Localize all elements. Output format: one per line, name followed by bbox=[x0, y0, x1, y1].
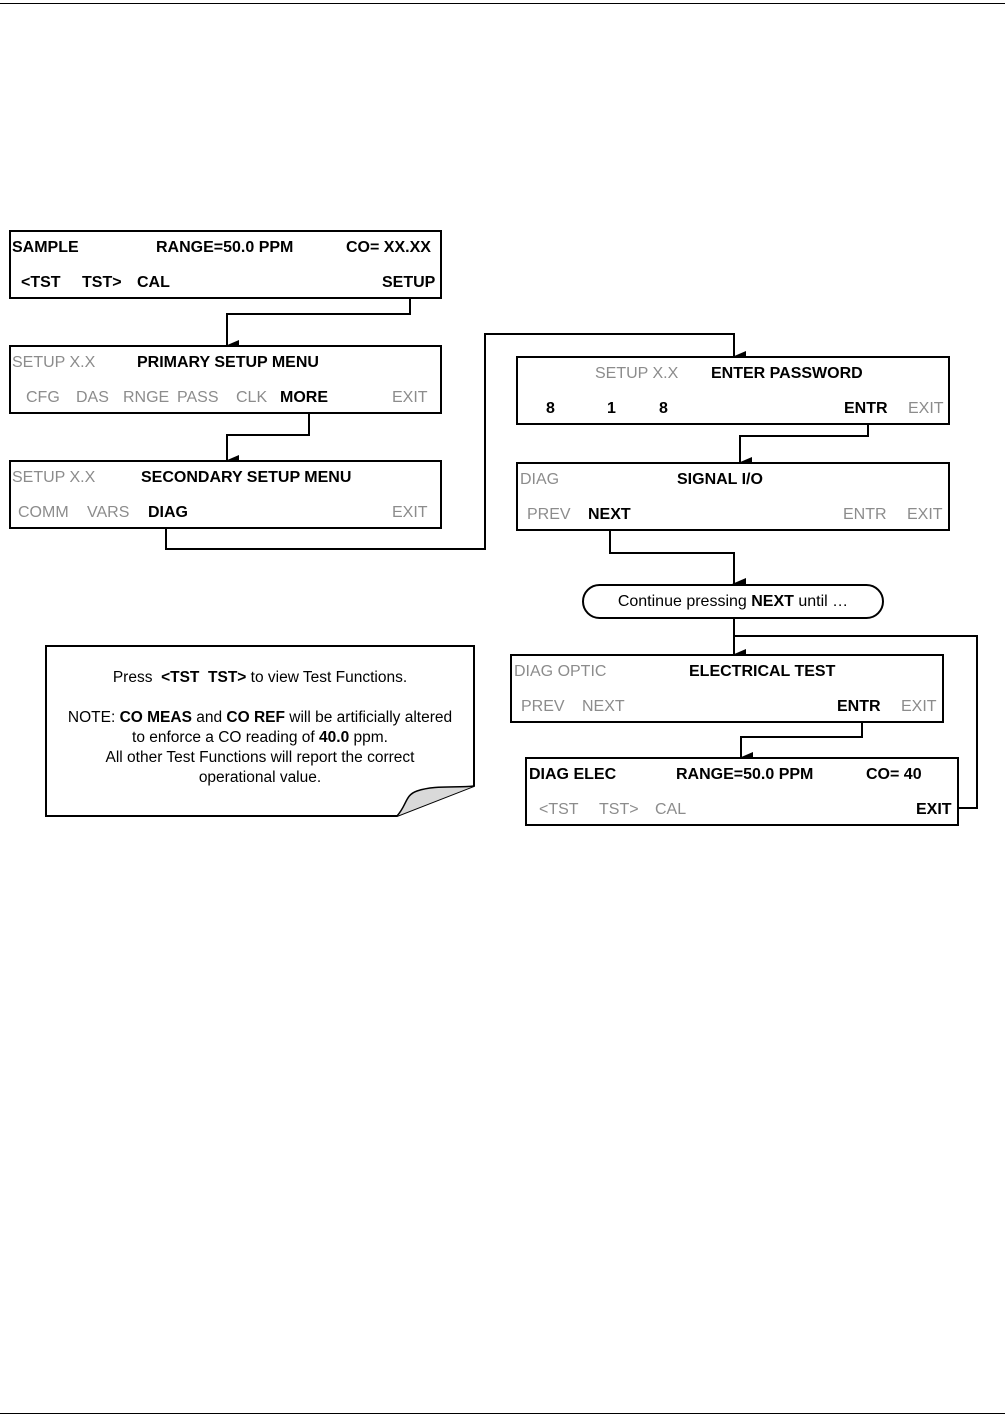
note-box bbox=[45, 645, 475, 817]
sample-mode-label: SAMPLE bbox=[12, 239, 79, 256]
arrow-entr-to-elec bbox=[739, 722, 863, 764]
electrical-mode-label: DIAG OPTIC bbox=[514, 663, 607, 680]
electrical-test-panel bbox=[510, 654, 944, 723]
primary-title: PRIMARY SETUP MENU bbox=[137, 354, 319, 371]
key-elec-exit[interactable]: EXIT bbox=[916, 801, 952, 818]
note-l3-pre: to enforce a CO reading of bbox=[132, 729, 315, 746]
note-l2-and: and bbox=[196, 709, 223, 726]
key-setup[interactable]: SETUP bbox=[382, 274, 436, 291]
note-l1-post: to view Test Functions. bbox=[250, 669, 408, 686]
secondary-title: SECONDARY SETUP MENU bbox=[141, 469, 352, 486]
arrow-next-to-continue bbox=[609, 530, 746, 590]
password-title: ENTER PASSWORD bbox=[711, 365, 863, 382]
signal-title: SIGNAL I/O bbox=[677, 471, 763, 488]
key-digit-3[interactable]: 8 bbox=[659, 400, 668, 417]
key-signal-next[interactable]: NEXT bbox=[588, 506, 631, 523]
continue-before: Continue pressing bbox=[617, 593, 747, 610]
secondary-mode-label: SETUP X.X bbox=[12, 469, 96, 486]
key-comm[interactable]: COMM bbox=[18, 504, 69, 521]
key-cal[interactable]: CAL bbox=[137, 274, 170, 291]
key-cfg[interactable]: CFG bbox=[26, 389, 60, 406]
elec-conc-label: CO= 40 bbox=[866, 766, 922, 783]
key-clk[interactable]: CLK bbox=[236, 389, 268, 406]
primary-setup-panel bbox=[9, 345, 442, 414]
signal-mode-label: DIAG bbox=[520, 471, 560, 488]
diag-elec-panel bbox=[525, 757, 959, 826]
note-l2-pre: NOTE: bbox=[67, 709, 116, 726]
note-l4: All other Test Functions will report the… bbox=[105, 749, 415, 766]
continue-instruction: Continue pressing NEXT until … bbox=[582, 584, 884, 619]
key-password-entr[interactable]: ENTR bbox=[844, 400, 888, 417]
key-diag[interactable]: DIAG bbox=[148, 504, 188, 521]
secondary-setup-panel bbox=[9, 460, 442, 529]
key-electrical-next[interactable]: NEXT bbox=[582, 698, 625, 715]
key-primary-exit[interactable]: EXIT bbox=[392, 389, 428, 406]
key-electrical-exit[interactable]: EXIT bbox=[901, 698, 937, 715]
bottom-rule bbox=[0, 1413, 1005, 1414]
key-electrical-entr[interactable]: ENTR bbox=[837, 698, 881, 715]
note-text: Press <TST TST> to view Test Functions. … bbox=[45, 668, 475, 788]
note-l3-val: 40.0 bbox=[319, 729, 350, 746]
key-signal-exit[interactable]: EXIT bbox=[907, 506, 943, 523]
top-rule bbox=[0, 3, 1005, 4]
note-l5: operational value. bbox=[198, 769, 322, 786]
key-tst-next[interactable]: TST> bbox=[82, 274, 122, 291]
key-signal-entr[interactable]: ENTR bbox=[843, 506, 887, 523]
password-mode-label: SETUP X.X bbox=[595, 365, 679, 382]
key-electrical-prev[interactable]: PREV bbox=[521, 698, 565, 715]
arrow-more-to-secondary bbox=[225, 413, 310, 467]
key-elec-cal[interactable]: CAL bbox=[655, 801, 687, 818]
note-l3-post: ppm. bbox=[353, 729, 388, 746]
key-digit-1[interactable]: 8 bbox=[546, 400, 555, 417]
key-elec-tst-next[interactable]: TST> bbox=[599, 801, 639, 818]
key-vars[interactable]: VARS bbox=[87, 504, 130, 521]
signal-io-panel bbox=[516, 462, 950, 531]
sample-conc-label: CO= XX.XX bbox=[346, 239, 431, 256]
elec-range-label: RANGE=50.0 PPM bbox=[676, 766, 814, 783]
note-l1-pre: Press bbox=[112, 669, 153, 686]
key-das[interactable]: DAS bbox=[76, 389, 109, 406]
key-digit-2[interactable]: 1 bbox=[607, 400, 616, 417]
arrow-exit-loop-back bbox=[734, 635, 978, 809]
key-rnge[interactable]: RNGE bbox=[123, 389, 170, 406]
arrow-entr-to-signal bbox=[738, 424, 869, 469]
key-pass[interactable]: PASS bbox=[177, 389, 219, 406]
note-co-meas: CO MEAS bbox=[119, 709, 192, 726]
key-more[interactable]: MORE bbox=[280, 389, 328, 406]
key-password-exit[interactable]: EXIT bbox=[908, 400, 944, 417]
sample-range-label: RANGE=50.0 PPM bbox=[156, 239, 294, 256]
key-secondary-exit[interactable]: EXIT bbox=[392, 504, 428, 521]
key-tst-prev[interactable]: <TST bbox=[21, 274, 61, 291]
key-signal-prev[interactable]: PREV bbox=[527, 506, 571, 523]
note-co-ref: CO REF bbox=[226, 709, 285, 726]
arrow-diag-to-password bbox=[165, 333, 746, 550]
sample-display-panel bbox=[9, 230, 442, 299]
note-l2-post: will be artificially altered bbox=[289, 709, 453, 726]
password-panel bbox=[516, 356, 950, 425]
primary-mode-label: SETUP X.X bbox=[12, 354, 96, 371]
elec-mode-label: DIAG ELEC bbox=[529, 766, 617, 783]
continue-after: until … bbox=[798, 593, 849, 610]
arrow-setup-to-primary bbox=[225, 298, 411, 352]
note-l1-key: <TST TST> bbox=[161, 669, 247, 686]
continue-key: NEXT bbox=[751, 593, 794, 610]
electrical-title: ELECTRICAL TEST bbox=[689, 663, 836, 680]
key-elec-tst-prev[interactable]: <TST bbox=[539, 801, 579, 818]
